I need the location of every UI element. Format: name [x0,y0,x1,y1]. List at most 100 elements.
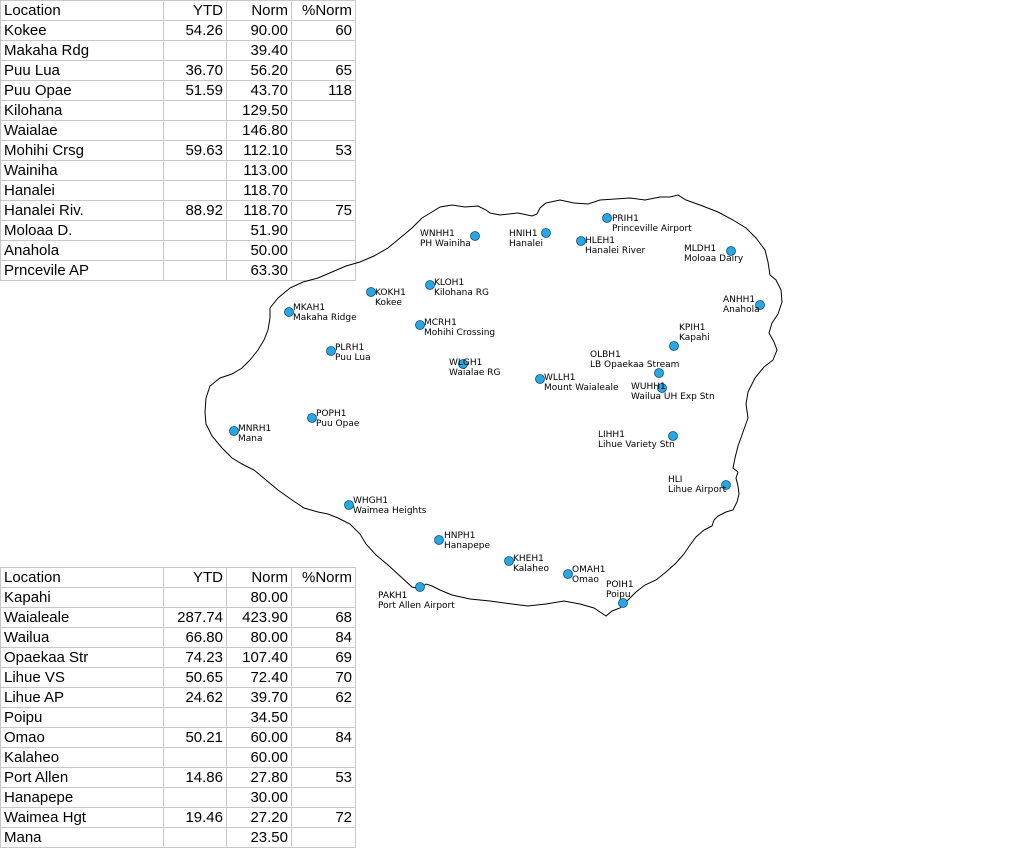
station-code-label: HLEH1 [585,236,615,246]
station-marker[interactable] [654,368,664,378]
station-code-label: KHEH1 [513,554,544,564]
station-marker[interactable] [284,307,294,317]
table-row: Moloaa D.51.90 [0,220,356,241]
table-cell: 62 [291,687,356,708]
island-outline [204,194,783,617]
station-code-label: ANHH1 [723,295,755,305]
station-marker[interactable] [726,246,736,256]
station-marker[interactable] [415,582,425,592]
station-name-label: Puu Lua [335,353,371,363]
station-marker[interactable] [669,341,679,351]
table-cell: 59.63 [163,140,227,161]
table-cell: Kokee [0,20,164,41]
table-cell: 53 [291,140,356,161]
station-marker[interactable] [366,287,376,297]
table-cell: 43.70 [226,80,292,101]
station-marker[interactable] [425,280,435,290]
station-name-label: Makaha Ridge [293,313,357,323]
station-code-label: POPH1 [316,409,346,419]
station-marker[interactable] [415,320,425,330]
station-code-label: OLBH1 [590,350,621,360]
station-code-label: WLGH1 [449,358,482,368]
table-cell: 27.80 [226,767,292,788]
station-code-label: KLOH1 [434,278,464,288]
station-name-label: Hanapepe [444,541,490,551]
station-name-label: PH Wainiha [420,239,471,249]
table-cell: 72 [291,807,356,828]
table-cell: Prncevile AP [0,260,164,281]
table-cell: 50.00 [226,240,292,261]
station-name-label: Hanalei River [585,246,646,256]
station-marker[interactable] [434,535,444,545]
station-marker[interactable] [668,431,678,441]
station-marker[interactable] [618,598,628,608]
station-code-label: WHGH1 [353,496,388,506]
station-code-label: WLLH1 [544,373,575,383]
station-marker[interactable] [563,569,573,579]
station-marker[interactable] [755,300,765,310]
station-marker[interactable] [307,413,317,423]
station-marker[interactable] [344,500,354,510]
station-name-label: Wailua UH Exp Stn [631,392,715,402]
table-cell: 50.21 [163,727,227,748]
station-code-label: MNRH1 [238,424,271,434]
station-code-label: KPIH1 [679,323,705,333]
station-marker[interactable] [541,228,551,238]
station-marker[interactable] [657,383,667,393]
station-marker[interactable] [602,213,612,223]
station-name-label: Puu Opae [316,419,360,429]
station-code-label: OMAH1 [572,565,606,575]
station-marker[interactable] [470,231,480,241]
station-marker[interactable] [326,346,336,356]
station-marker[interactable] [576,236,586,246]
table-cell: 84 [291,627,356,648]
table-cell: 54.26 [163,20,227,41]
table-cell: Waialeale [0,607,164,628]
station-marker[interactable] [458,359,468,369]
station-code-label: WNHH1 [420,229,455,239]
table-cell: 80.00 [226,587,292,608]
column-header: %Norm [291,567,356,588]
station-marker[interactable] [535,374,545,384]
table-cell: 39.70 [226,687,292,708]
station-marker[interactable] [721,480,731,490]
station-code-label: HNIH1 [509,229,538,239]
station-name-label: Kalaheo [513,564,550,574]
station-marker[interactable] [504,556,514,566]
station-marker[interactable] [229,426,239,436]
